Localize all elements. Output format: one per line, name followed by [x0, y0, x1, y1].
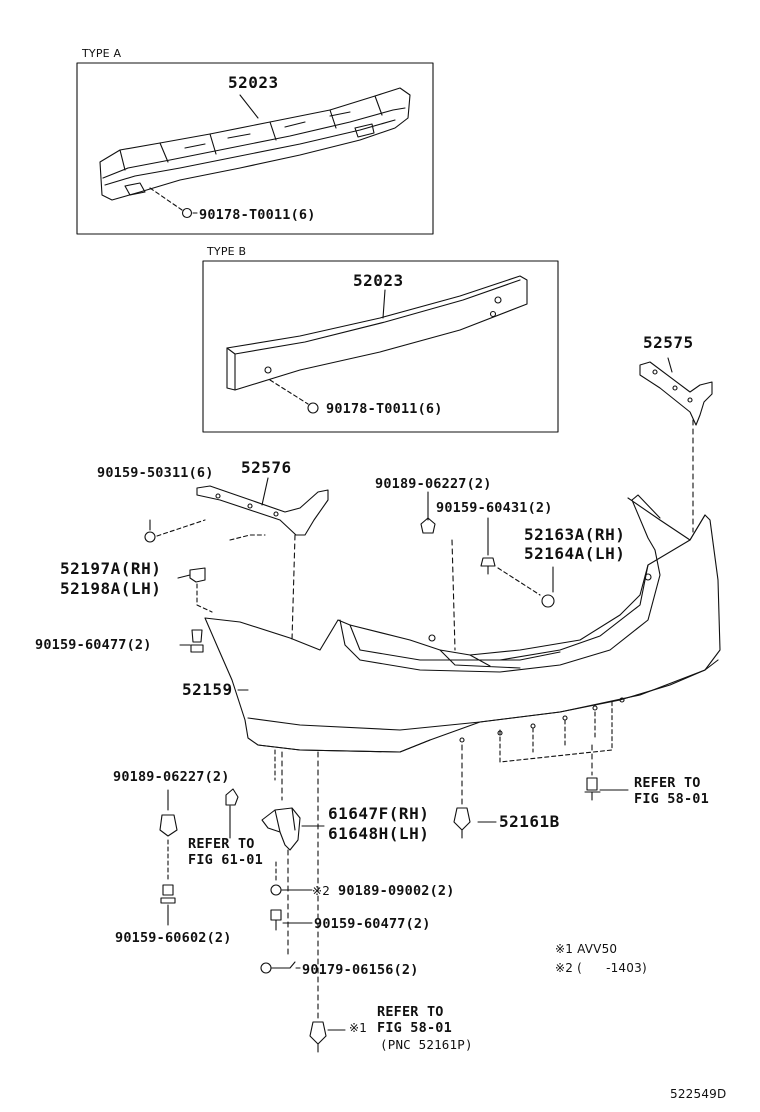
refer-5801-bottom-line2: FIG 58-01 [377, 1020, 452, 1036]
label-61647f: 61647F(RH) [328, 804, 430, 823]
label-52198a: 52198A(LH) [60, 579, 162, 598]
type-a-leader [239, 94, 259, 119]
note-avv50: ※1 AVV50 [555, 942, 618, 956]
label-90189-09002: 90189-09002(2) [338, 883, 455, 899]
label-90159-50311: 90159-50311(6) [97, 465, 214, 481]
label-52159: 52159 [182, 680, 233, 699]
type-a-reinforcement [99, 87, 411, 201]
refer-5801-bottom-line3: (PNC 52161P) [380, 1037, 473, 1052]
label-52576: 52576 [241, 458, 292, 477]
type-b-box [202, 260, 559, 433]
bolt-90159-50311 [144, 531, 156, 543]
clip-52161b [453, 807, 471, 839]
label-90159-60431: 90159-60431(2) [436, 500, 553, 516]
clip-52197a [189, 567, 206, 583]
type-b-nut-label: 90178-T0011(6) [326, 401, 443, 417]
label-52163a: 52163A(RH) [524, 525, 626, 544]
label-90189-06227-top: 90189-06227(2) [375, 476, 492, 492]
type-b-nut [307, 402, 319, 414]
clip-90189-06227-left [159, 814, 178, 837]
label-52575: 52575 [643, 333, 694, 352]
type-a-box [76, 62, 434, 235]
label-90179-06156: 90179-06156(2) [302, 962, 419, 978]
type-a-nut-label: 90178-T0011(6) [199, 207, 316, 223]
clip-pnc-52161p [309, 1021, 327, 1053]
label-90159-60477-left: 90159-60477(2) [35, 637, 152, 653]
refer-6101-line2: FIG 61-01 [188, 852, 263, 868]
mark-2: ※2 [312, 884, 331, 898]
bolt-90159-60477-bottom [270, 909, 282, 931]
type-b-reinforcement [226, 275, 528, 391]
refer-5801-bottom-line1: REFER TO [377, 1004, 444, 1020]
label-90159-60477-bottom: 90159-60477(2) [314, 916, 431, 932]
type-b-leader [382, 289, 386, 319]
refer-5801-right-line2: FIG 58-01 [634, 791, 709, 807]
note-1403: ※2 ( -1403) [555, 961, 647, 975]
clip-refer-5801 [584, 777, 601, 801]
bolt-90159-60477-left [190, 629, 204, 653]
nut-90189-09002 [270, 884, 282, 896]
diagram-id: 522549D [670, 1087, 727, 1101]
clip-90189-06227-bottom [225, 788, 239, 806]
bracket-52576 [196, 485, 329, 536]
refer-5801-right-line1: REFER TO [634, 775, 701, 791]
label-61648h: 61648H(LH) [328, 824, 430, 843]
clip-90189-06227-top [420, 517, 436, 534]
bracket-52575 [639, 361, 713, 426]
type-a-part-label: 52023 [228, 73, 279, 92]
cap-52163a [541, 594, 555, 608]
label-52164a: 52164A(LH) [524, 544, 626, 563]
type-a-nut [181, 207, 193, 219]
mark-1: ※1 [349, 1021, 368, 1035]
bumper-cover-52159 [204, 494, 721, 753]
label-52197a: 52197A(RH) [60, 559, 162, 578]
refer-6101-line1: REFER TO [188, 836, 255, 852]
bracket-61647f [261, 807, 301, 851]
type-b-part-label: 52023 [353, 271, 404, 290]
label-52161b: 52161B [499, 812, 560, 831]
label-90189-06227-bottom: 90189-06227(2) [113, 769, 230, 785]
type-a-caption: TYPE A [82, 47, 122, 60]
label-90159-60602: 90159-60602(2) [115, 930, 232, 946]
nut-90179-06156 [260, 962, 272, 974]
type-b-caption: TYPE B [207, 245, 247, 258]
bolt-90159-60602 [160, 884, 176, 904]
bolt-90159-60431 [480, 557, 496, 575]
